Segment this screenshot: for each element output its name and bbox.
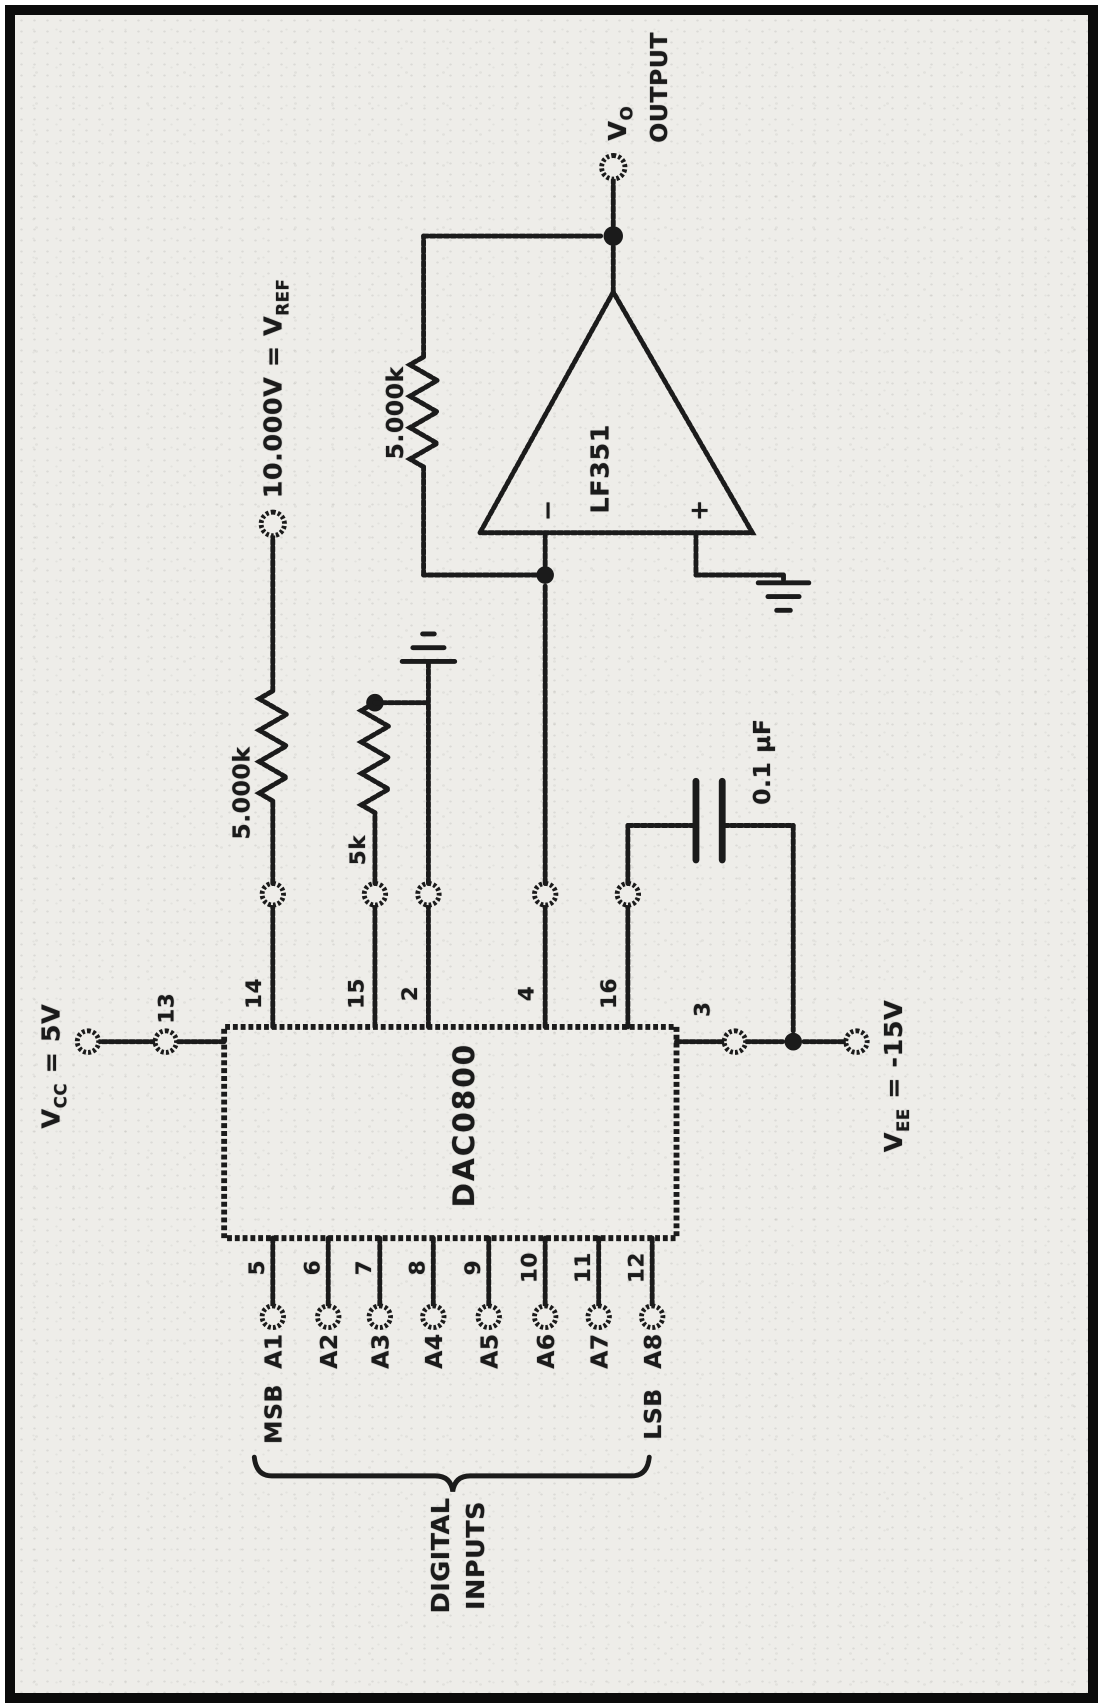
input-label-a4: A4 xyxy=(420,1333,448,1369)
iout-branch xyxy=(536,530,554,886)
input-label-a1: A1 xyxy=(260,1333,288,1369)
gain-pot xyxy=(356,700,394,816)
terminal-circle xyxy=(315,1303,342,1330)
terminal-circle xyxy=(259,1303,286,1330)
opamp-plus-sign: + xyxy=(684,499,714,521)
feedback-resistor xyxy=(405,354,443,470)
pin-number: 9 xyxy=(461,1260,486,1276)
terminal-circle xyxy=(639,1303,666,1330)
terminal-circle xyxy=(532,1303,559,1330)
terminal-circle xyxy=(475,1303,502,1330)
terminal-circle xyxy=(420,1303,447,1330)
pot-value: 5k xyxy=(346,835,371,866)
digital-inputs-label-line1: DIGITAL xyxy=(425,1497,455,1613)
figure-frame: DAC0800 13 VCC = 5V 3 VEE = -15V xyxy=(5,5,1098,1703)
terminal-circle xyxy=(532,881,559,908)
pin-number-13: 13 xyxy=(155,993,180,1024)
input-label-a3: A3 xyxy=(367,1333,395,1369)
dac-chip-body xyxy=(221,1023,680,1242)
ground-symbol-pin2 xyxy=(399,631,458,664)
pin-number: 2 xyxy=(398,986,423,1002)
rotated-schematic-wrapper: DAC0800 13 VCC = 5V 3 VEE = -15V xyxy=(15,15,1088,1693)
output-branch: VO OUTPUT xyxy=(599,32,673,295)
opamp-triangle xyxy=(475,287,757,536)
pin-number: 5 xyxy=(245,1260,270,1276)
feedback-resistor-value: 5.000k xyxy=(381,365,409,459)
pin-number: 15 xyxy=(344,978,369,1009)
junction-dot xyxy=(536,566,554,584)
vee-rest: = -15V xyxy=(878,1000,908,1108)
dac-chip: DAC0800 xyxy=(221,1023,680,1242)
input-label-a2: A2 xyxy=(315,1333,343,1369)
vref-base: 10.000V = V xyxy=(258,316,288,499)
vref-branch: 5.000k 10.000V = VREF xyxy=(228,279,293,886)
lsb-label: LSB xyxy=(639,1388,667,1439)
vout-sub: O xyxy=(618,106,637,121)
terminal-circle xyxy=(721,1028,749,1055)
vref-resistor-value: 5.000k xyxy=(228,746,256,840)
pin-number: 7 xyxy=(352,1260,377,1276)
pin-number: 8 xyxy=(406,1260,431,1276)
pin-number: 10 xyxy=(518,1252,543,1283)
vcc-rest: = 5V xyxy=(36,1004,66,1083)
feedback-branch: 5.000k xyxy=(381,233,606,578)
vref-resistor xyxy=(254,688,292,804)
terminal-circle xyxy=(74,1028,102,1055)
vout-base: V xyxy=(602,120,632,140)
terminal-circle xyxy=(152,1028,179,1055)
terminal-circle xyxy=(415,881,442,908)
junction-dot xyxy=(784,1032,802,1051)
comp-cap-value: 0.1 µF xyxy=(748,718,776,804)
terminal-circle xyxy=(258,509,287,539)
vcc-sub: CC xyxy=(52,1083,71,1108)
digital-inputs-callout: DIGITAL INPUTS xyxy=(251,1454,652,1613)
vref-label: 10.000V = VREF xyxy=(258,279,293,499)
terminal-circle xyxy=(843,1028,870,1055)
pin-number: 11 xyxy=(571,1252,596,1283)
msb-label: MSB xyxy=(260,1384,288,1444)
vee-label: VEE = -15V xyxy=(878,1000,913,1153)
pin-number: 6 xyxy=(301,1260,326,1276)
input-label-a6: A6 xyxy=(532,1333,560,1369)
vee-base: V xyxy=(878,1132,908,1152)
pin-number: 14 xyxy=(242,978,267,1009)
ground-symbol-opamp xyxy=(755,580,812,613)
terminal-circle xyxy=(614,881,641,908)
vee-sub: EE xyxy=(894,1108,913,1132)
opamp-minus-sign: − xyxy=(532,499,562,521)
vref-sub: REF xyxy=(273,279,292,316)
input-label-a7: A7 xyxy=(586,1333,614,1369)
pin-number: 4 xyxy=(515,986,540,1002)
pin-number: 12 xyxy=(625,1252,650,1283)
pin-number-3: 3 xyxy=(691,1001,716,1017)
input-label-a8: A8 xyxy=(639,1333,667,1369)
terminal-circle xyxy=(599,153,628,182)
junction-dot xyxy=(603,226,624,246)
comp-cap-branch: 0.1 µF xyxy=(625,718,796,1034)
vcc-branch: 13 VCC = 5V xyxy=(36,993,227,1129)
digital-input-pins: 5 6 7 8 9 10 11 12 A1 A2 A3 A4 A5 A6 A7 … xyxy=(245,1235,667,1444)
pot-branch: 5k xyxy=(346,631,458,886)
pin-number: 16 xyxy=(597,978,622,1009)
terminal-circle xyxy=(259,881,286,908)
terminal-circle xyxy=(366,1303,393,1330)
vee-branch: 3 VEE = -15V xyxy=(674,1000,913,1153)
opamp: LF351 − + xyxy=(475,287,812,613)
vcc-label: VCC = 5V xyxy=(36,1004,71,1129)
vcc-base: V xyxy=(36,1108,66,1128)
dac-chip-label: DAC0800 xyxy=(447,1043,481,1208)
analog-pin-stubs: 14 15 2 4 16 xyxy=(242,881,641,1030)
input-label-a5: A5 xyxy=(476,1333,504,1369)
digital-inputs-brace xyxy=(251,1454,652,1493)
terminal-circle xyxy=(361,881,389,908)
digital-inputs-label-line2: INPUTS xyxy=(460,1501,490,1610)
schematic-svg: DAC0800 13 VCC = 5V 3 VEE = -15V xyxy=(36,32,913,1613)
terminal-circle xyxy=(585,1303,612,1330)
vout-label: VO xyxy=(602,106,637,141)
opamp-label: LF351 xyxy=(585,424,615,513)
vout-label-line2: OUTPUT xyxy=(645,32,673,143)
